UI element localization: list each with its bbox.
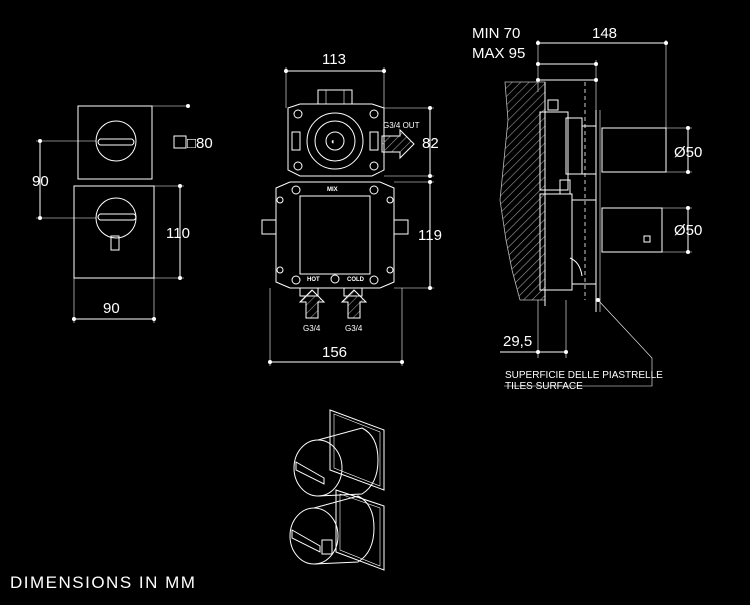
wall-hatch	[499, 81, 546, 301]
hot-inlet-arrow-icon	[298, 289, 326, 319]
footer-label: DIMENSIONS IN MM	[10, 573, 196, 592]
top-width-label: 113	[322, 51, 346, 68]
tiles-label-it: SUPERFICIE DELLE PIASTRELLE	[505, 370, 663, 381]
square-symbol-icon	[173, 135, 187, 149]
total-depth-label: 148	[592, 25, 617, 42]
cold-label: COLD	[347, 277, 365, 283]
bottom-width-label: 156	[322, 344, 347, 361]
cap-height-label: 82	[422, 135, 439, 152]
width-label: 90	[103, 300, 120, 317]
cold-inlet-arrow-icon	[340, 289, 368, 319]
height-plate-label: 110	[166, 225, 190, 242]
tiles-label-en: TILES SURFACE	[505, 381, 583, 392]
box-height-label: 119	[418, 227, 442, 244]
perspective-view	[289, 409, 385, 571]
min-depth-label: MIN 70	[472, 25, 520, 42]
square-size-label: □80	[187, 135, 213, 152]
front-view: □80 90 110 90	[32, 104, 213, 323]
inlet-right-label: G3/4	[345, 324, 363, 333]
outlet-arrow-icon	[381, 128, 415, 160]
diameter-bottom-label: Ø50	[674, 222, 702, 239]
svg-text:◐: ◐	[331, 137, 336, 146]
mix-label: MIX	[327, 187, 338, 193]
outlet-label: G3/4 OUT	[383, 121, 420, 130]
side-view: MIN 70 MAX 95 148	[472, 25, 702, 392]
offset-label: 29,5	[503, 333, 532, 350]
diameter-top-label: Ø50	[674, 144, 702, 161]
inlet-left-label: G3/4	[303, 324, 321, 333]
height-total-label: 90	[32, 173, 49, 190]
hot-label: HOT	[307, 277, 320, 283]
box-view: 113 ◐ G3/4 OUT 82	[261, 51, 442, 366]
max-depth-label: MAX 95	[472, 45, 525, 62]
